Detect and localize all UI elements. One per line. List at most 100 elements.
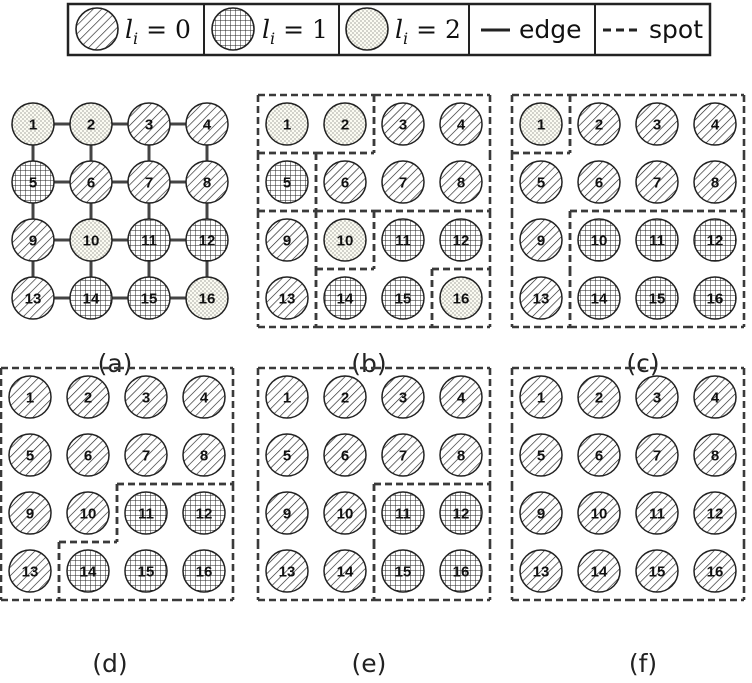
node-number: 2 [341, 117, 349, 134]
node-number: 3 [399, 117, 407, 134]
node-circle [577, 375, 621, 419]
node-circle [439, 218, 483, 262]
node: 11 [635, 218, 679, 262]
node-circle [69, 160, 113, 204]
node-circle [635, 433, 679, 477]
node-number: 7 [399, 448, 407, 465]
node: 13 [8, 549, 52, 593]
node: 10 [577, 218, 621, 262]
node: 1 [265, 375, 309, 419]
node-number: 7 [653, 448, 661, 465]
node-number: 13 [533, 291, 550, 308]
node-number: 13 [533, 564, 550, 581]
node: 15 [127, 276, 171, 320]
node-circle [124, 491, 168, 535]
node-circle [635, 491, 679, 535]
node-number: 7 [399, 175, 407, 192]
node-number: 11 [395, 233, 411, 250]
node-number: 15 [649, 564, 666, 581]
node-number: 8 [457, 448, 465, 465]
node: 16 [693, 549, 737, 593]
node-circle [124, 433, 168, 477]
panel-caption: (c) [626, 349, 659, 378]
node-circle [577, 276, 621, 320]
node: 3 [381, 102, 425, 146]
node-number: 9 [283, 506, 291, 523]
node-circle [635, 549, 679, 593]
node-number: 9 [26, 506, 34, 523]
node-circle [127, 160, 171, 204]
node-circle [577, 218, 621, 262]
node-number: 14 [337, 564, 354, 581]
node-number: 16 [199, 291, 216, 308]
node-circle [439, 375, 483, 419]
node-circle [8, 433, 52, 477]
node: 10 [323, 218, 367, 262]
node-number: 16 [453, 564, 470, 581]
node: 1 [519, 375, 563, 419]
node: 13 [265, 276, 309, 320]
node: 9 [265, 491, 309, 535]
node-number: 15 [141, 291, 158, 308]
node-number: 10 [83, 233, 100, 250]
node: 10 [323, 491, 367, 535]
node-circle [182, 433, 226, 477]
node: 8 [185, 160, 229, 204]
node-circle [265, 491, 309, 535]
node: 14 [69, 276, 113, 320]
node: 3 [635, 102, 679, 146]
node-number: 3 [653, 117, 661, 134]
legend-label-1: li = 1 [262, 15, 328, 48]
node-number: 16 [707, 291, 724, 308]
node: 4 [693, 102, 737, 146]
node: 6 [66, 433, 110, 477]
panel-caption: (d) [92, 649, 127, 678]
node-number: 9 [29, 233, 37, 250]
node-number: 13 [22, 564, 39, 581]
node: 2 [323, 375, 367, 419]
node-circle [69, 102, 113, 146]
node-number: 7 [145, 175, 153, 192]
node: 11 [127, 218, 171, 262]
node-circle [323, 160, 367, 204]
node-number: 8 [711, 175, 719, 192]
node-circle [66, 433, 110, 477]
node: 6 [69, 160, 113, 204]
node: 8 [439, 160, 483, 204]
node: 1 [519, 102, 563, 146]
node: 7 [635, 160, 679, 204]
node-circle [66, 375, 110, 419]
node-circle [323, 433, 367, 477]
node-number: 16 [453, 291, 470, 308]
node-circle [182, 375, 226, 419]
node-circle [265, 375, 309, 419]
node-number: 9 [283, 233, 291, 250]
node: 13 [519, 549, 563, 593]
panel-caption: (f) [629, 649, 657, 678]
node-number: 2 [84, 390, 92, 407]
node-circle [11, 218, 55, 262]
node-circle [577, 433, 621, 477]
node-number: 14 [80, 564, 97, 581]
node-circle [439, 549, 483, 593]
node: 7 [381, 433, 425, 477]
node-number: 14 [337, 291, 354, 308]
node-number: 15 [395, 291, 412, 308]
node-number: 11 [141, 233, 157, 250]
node-number: 10 [337, 233, 354, 250]
node-circle [439, 491, 483, 535]
node-number: 16 [196, 564, 213, 581]
node: 13 [265, 549, 309, 593]
node-circle [11, 276, 55, 320]
spot-outline [568, 209, 746, 329]
node-number: 14 [83, 291, 100, 308]
node: 10 [577, 491, 621, 535]
node-number: 4 [200, 390, 209, 407]
node-number: 8 [711, 448, 719, 465]
node-number: 2 [595, 117, 603, 134]
node: 12 [182, 491, 226, 535]
node: 16 [439, 549, 483, 593]
